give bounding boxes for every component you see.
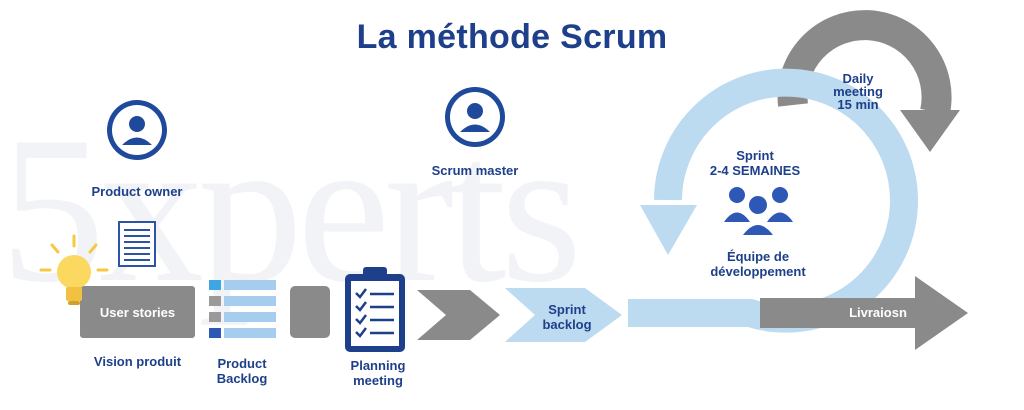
output-label: Livraiosn xyxy=(849,305,907,320)
sprint-label: Sprint 2-4 SEMAINES xyxy=(709,148,801,178)
product-backlog-label: Product Backlog xyxy=(216,356,268,386)
lightbulb-icon xyxy=(39,234,109,305)
flow-chevron-gray xyxy=(417,290,500,340)
scrum-master-avatar-icon xyxy=(445,87,505,147)
user-stories-box xyxy=(80,286,195,338)
sprint-backlog-label: Sprint backlog xyxy=(542,302,592,332)
sprint-backlog-chevron xyxy=(505,288,622,342)
document-icon xyxy=(118,221,156,267)
vision-produit-label: Vision produit xyxy=(93,354,182,369)
daily-meeting-label: Daily meeting 15 min xyxy=(833,71,883,112)
team-icon xyxy=(724,187,793,237)
output-arrow xyxy=(760,276,968,350)
backlog-gray-box xyxy=(290,286,330,338)
page-title: La méthode Scrum xyxy=(356,18,668,56)
scrum-master-label: Scrum master xyxy=(431,163,519,178)
planning-meeting-label: Planning meeting xyxy=(350,358,406,388)
daily-loop-arrow xyxy=(777,10,960,152)
team-label: Équipe de développement xyxy=(710,249,806,279)
product-owner-label: Product owner xyxy=(91,184,183,199)
user-stories-label: User stories xyxy=(99,305,176,320)
backlog-list-icon xyxy=(209,280,276,338)
product-owner-avatar-icon xyxy=(107,100,167,160)
clipboard-icon xyxy=(345,267,405,352)
